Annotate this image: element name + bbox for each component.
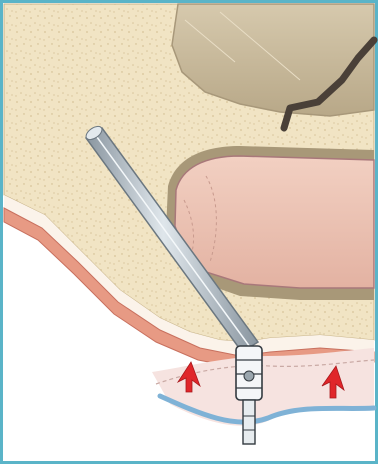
instrument-stem — [243, 400, 255, 444]
instrument-head-knob — [244, 371, 254, 381]
